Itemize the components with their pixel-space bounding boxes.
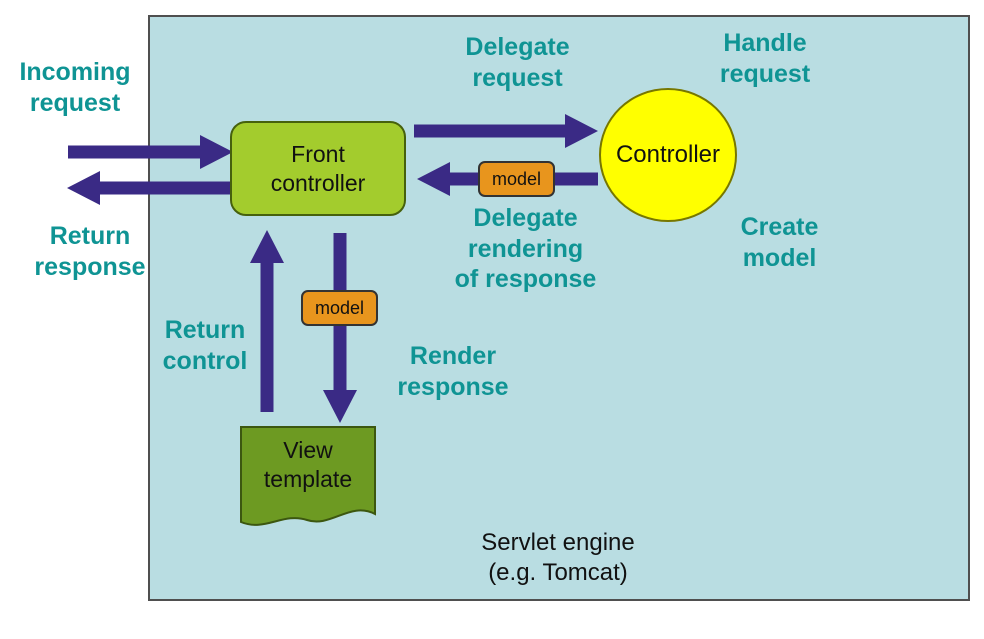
- view-template-shape: [240, 426, 376, 526]
- front-controller-node: Front controller: [230, 121, 406, 216]
- model-top-label: model: [491, 168, 542, 189]
- create-model-label: Create model: [722, 212, 837, 273]
- front-controller-label-line2: controller: [270, 169, 366, 196]
- incoming-request-label: Incoming request: [5, 57, 145, 118]
- handle-request-label: Handle request: [695, 28, 835, 89]
- model-box-top: model: [478, 161, 555, 197]
- return-response-line2: response: [34, 252, 146, 281]
- render-response-line1: Render: [409, 342, 497, 370]
- delegate-request-line2: request: [472, 63, 563, 92]
- return-control-line2: control: [162, 346, 248, 375]
- delegate-rendering-line2: rendering: [467, 234, 584, 263]
- controller-label: Controller: [615, 141, 721, 168]
- create-model-line1: Create: [740, 213, 819, 241]
- render-response-label: Render response: [383, 341, 523, 402]
- incoming-request-line1: Incoming: [19, 58, 131, 86]
- return-response-line1: Return: [49, 222, 131, 250]
- return-control-line1: Return: [164, 316, 246, 344]
- delegate-rendering-label: Delegate rendering of response: [443, 203, 608, 295]
- delegate-rendering-line1: Delegate: [473, 204, 578, 232]
- handle-request-line2: request: [719, 59, 811, 88]
- servlet-engine-line1: Servlet engine: [481, 529, 635, 556]
- model-box-bottom: model: [301, 290, 378, 326]
- model-bottom-label: model: [314, 297, 365, 318]
- delegate-request-line1: Delegate: [465, 33, 570, 61]
- view-template-node: View template: [238, 436, 378, 494]
- return-response-label: Return response: [15, 221, 165, 282]
- servlet-engine-line2: (e.g. Tomcat): [488, 559, 628, 586]
- view-template-label-line1: View: [283, 437, 333, 463]
- delegate-request-label: Delegate request: [435, 32, 600, 93]
- delegate-rendering-line3: of response: [454, 265, 597, 293]
- controller-node: Controller: [599, 88, 737, 222]
- view-template-label-line2: template: [263, 465, 353, 492]
- front-controller-label-line1: Front: [291, 140, 345, 167]
- servlet-engine-label: Servlet engine (e.g. Tomcat): [428, 528, 688, 588]
- incoming-request-line2: request: [29, 88, 121, 117]
- handle-request-line1: Handle: [723, 29, 807, 57]
- render-response-line2: response: [397, 372, 509, 401]
- create-model-line2: model: [742, 243, 817, 272]
- return-control-label: Return control: [150, 315, 260, 376]
